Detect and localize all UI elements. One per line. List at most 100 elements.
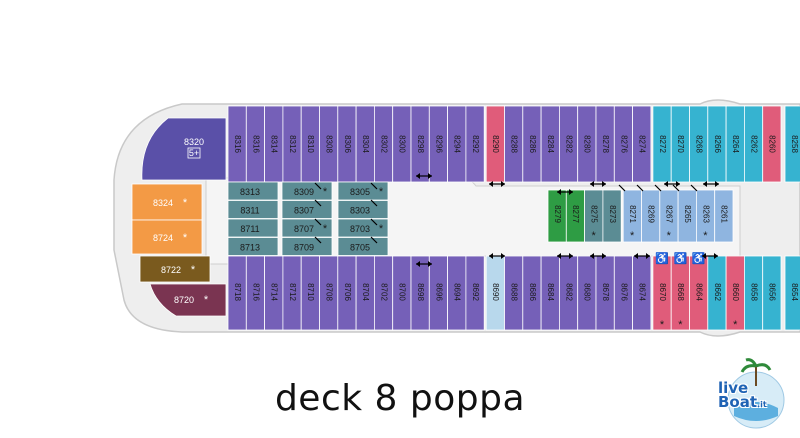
cabin-inner-8703[interactable]: 8703*	[337, 218, 389, 238]
cabin-number: 8271	[628, 205, 637, 223]
cabin-number: 8654	[790, 283, 799, 301]
cabin-top-8296[interactable]: 8296	[428, 105, 448, 183]
cabin-number: 8676	[619, 283, 628, 301]
stern-cabin-8722[interactable]: 8722*	[139, 255, 211, 283]
cabin-top-8288[interactable]: 8288	[504, 105, 524, 183]
cabin-inner-8707[interactable]: 8707*	[281, 218, 333, 238]
stern-cabin-8720[interactable]: 8720*	[149, 283, 227, 317]
cabin-top-8312[interactable]: 8312	[282, 105, 302, 183]
cabin-top-8260[interactable]: 8260	[762, 105, 782, 183]
cabin-top-8276[interactable]: 8276	[613, 105, 633, 183]
cabin-top-8314[interactable]: 8314	[264, 105, 284, 183]
cabin-top-8308[interactable]: 8308	[319, 105, 339, 183]
cabin-bottom-8674[interactable]: 8674	[632, 255, 652, 331]
cabin-inner-8311[interactable]: 8311	[227, 200, 279, 219]
cabin-inner-8271[interactable]: 8271*	[622, 189, 642, 243]
cabin-top-8316[interactable]: 8316	[227, 105, 247, 183]
cabin-bottom-8690[interactable]: 8690	[485, 255, 505, 331]
cabin-top-8300[interactable]: 8300	[392, 105, 412, 183]
cabin-top-8298[interactable]: 8298	[410, 105, 430, 183]
cabin-star: *	[678, 319, 683, 331]
cabin-bottom-8656[interactable]: 8656	[762, 255, 782, 331]
cabin-bottom-8680[interactable]: 8680	[577, 255, 597, 331]
cabin-inner-8313[interactable]: 8313	[227, 181, 279, 201]
cabin-inner-8275[interactable]: 8275*	[584, 189, 604, 243]
stern-cabin-8724[interactable]: 8724*	[131, 219, 203, 255]
cabin-bottom-8662[interactable]: 8662	[707, 255, 727, 331]
cabin-top-8306[interactable]: 8306	[337, 105, 357, 183]
cabin-bottom-8686[interactable]: 8686	[522, 255, 542, 331]
cabin-bottom-8668[interactable]: 8668♿*	[670, 252, 690, 331]
cabin-inner-8307[interactable]: 8307	[281, 200, 333, 219]
cabin-inner-8279[interactable]: 8279	[547, 189, 567, 243]
cabin-inner-8711[interactable]: 8711	[227, 218, 279, 238]
cabin-inner-8709[interactable]: 8709	[281, 237, 333, 256]
cabin-bottom-8696[interactable]: 8696	[428, 255, 448, 331]
cabin-inner-8263[interactable]: 8263*	[696, 189, 716, 243]
cabin-top-8282[interactable]: 8282	[559, 105, 579, 183]
cabin-bottom-8702[interactable]: 8702	[373, 255, 394, 331]
cabin-top-8274[interactable]: 8274	[632, 105, 652, 183]
cabin-top-8290[interactable]: 8290	[485, 105, 505, 183]
cabin-top-8304[interactable]: 8304	[355, 105, 375, 183]
cabin-top-8278[interactable]: 8278	[595, 105, 615, 183]
cabin-inner-8713[interactable]: 8713	[227, 237, 279, 256]
cabin-top-8266[interactable]: 8266	[707, 105, 727, 183]
stern-cabin-8324[interactable]: 8324*	[131, 183, 203, 221]
cabin-inner-8309[interactable]: 8309*	[281, 181, 333, 201]
cabin-inner-8705[interactable]: 8705	[337, 237, 389, 256]
cabin-bottom-8710[interactable]: 8710	[300, 255, 320, 331]
cabin-bottom-8676[interactable]: 8676	[613, 255, 633, 331]
cabin-bottom-8670[interactable]: 8670♿*	[652, 252, 672, 331]
cabin-bottom-8678[interactable]: 8678	[595, 255, 615, 331]
cabin-bottom-8692[interactable]: 8692	[465, 255, 485, 331]
cabin-bottom-8682[interactable]: 8682	[559, 255, 579, 331]
cabin-number: 8310	[306, 135, 315, 153]
cabin-inner-8303[interactable]: 8303	[337, 200, 389, 219]
cabin-bottom-8694[interactable]: 8694	[447, 255, 467, 331]
cabin-bottom-8708[interactable]: 8708	[319, 255, 339, 331]
cabin-bottom-8664[interactable]: 8664♿	[689, 252, 709, 331]
cabin-top-8258[interactable]: 8258	[784, 105, 800, 183]
cabin-top-8316[interactable]: 8316	[245, 105, 266, 183]
cabin-inner-8265[interactable]: 8265	[677, 189, 697, 243]
cabin-inner-8305[interactable]: 8305*	[337, 181, 389, 201]
cabin-number: 8286	[528, 135, 537, 153]
cabin-bottom-8716[interactable]: 8716	[245, 255, 266, 331]
cabin-number: 8674	[638, 283, 647, 301]
cabin-bottom-8706[interactable]: 8706	[337, 255, 357, 331]
cabin-bottom-8718[interactable]: 8718	[227, 255, 247, 331]
cabin-inner-8269[interactable]: 8269	[641, 189, 661, 243]
cabin-top-8264[interactable]: 8264	[725, 105, 745, 183]
cabin-bottom-8704[interactable]: 8704	[355, 255, 375, 331]
cabin-bottom-8654[interactable]: 8654	[784, 255, 800, 331]
cabin-top-8286[interactable]: 8286	[522, 105, 542, 183]
cabin-inner-8273[interactable]: 8273	[602, 189, 622, 243]
cabin-top-8262[interactable]: 8262	[744, 105, 764, 183]
cabin-bottom-8698[interactable]: 8698	[410, 255, 430, 331]
cabin-top-8268[interactable]: 8268	[689, 105, 709, 183]
cabin-top-8302[interactable]: 8302	[373, 105, 394, 183]
cabin-bottom-8688[interactable]: 8688	[504, 255, 524, 331]
cabin-inner-8277[interactable]: 8277	[565, 189, 585, 243]
cabin-inner-8261[interactable]: 8261	[714, 189, 734, 243]
cabin-bottom-8684[interactable]: 8684	[540, 255, 560, 331]
cabin-top-8310[interactable]: 8310	[300, 105, 320, 183]
cabin-bottom-8714[interactable]: 8714	[264, 255, 284, 331]
cabin-top-8292[interactable]: 8292	[465, 105, 485, 183]
cabin-number: 8296	[434, 135, 443, 153]
cabin-top-8294[interactable]: 8294	[447, 105, 467, 183]
cabin-top-8272[interactable]: 8272	[652, 105, 672, 183]
cabin-top-8280[interactable]: 8280	[577, 105, 597, 183]
cabin-bottom-8660[interactable]: 8660*	[725, 255, 745, 331]
cabin-top-8270[interactable]: 8270	[670, 105, 690, 183]
cabin-number: 8275	[589, 205, 598, 223]
cabin-number: 8258	[790, 135, 799, 153]
cabin-bottom-8700[interactable]: 8700	[392, 255, 412, 331]
cabin-bottom-8712[interactable]: 8712	[282, 255, 302, 331]
cabin-top-8284[interactable]: 8284	[540, 105, 560, 183]
cabin-inner-8267[interactable]: 8267*	[659, 189, 679, 243]
cabin-bottom-8658[interactable]: 8658	[744, 255, 764, 331]
cabin-number: 8692	[471, 283, 480, 301]
